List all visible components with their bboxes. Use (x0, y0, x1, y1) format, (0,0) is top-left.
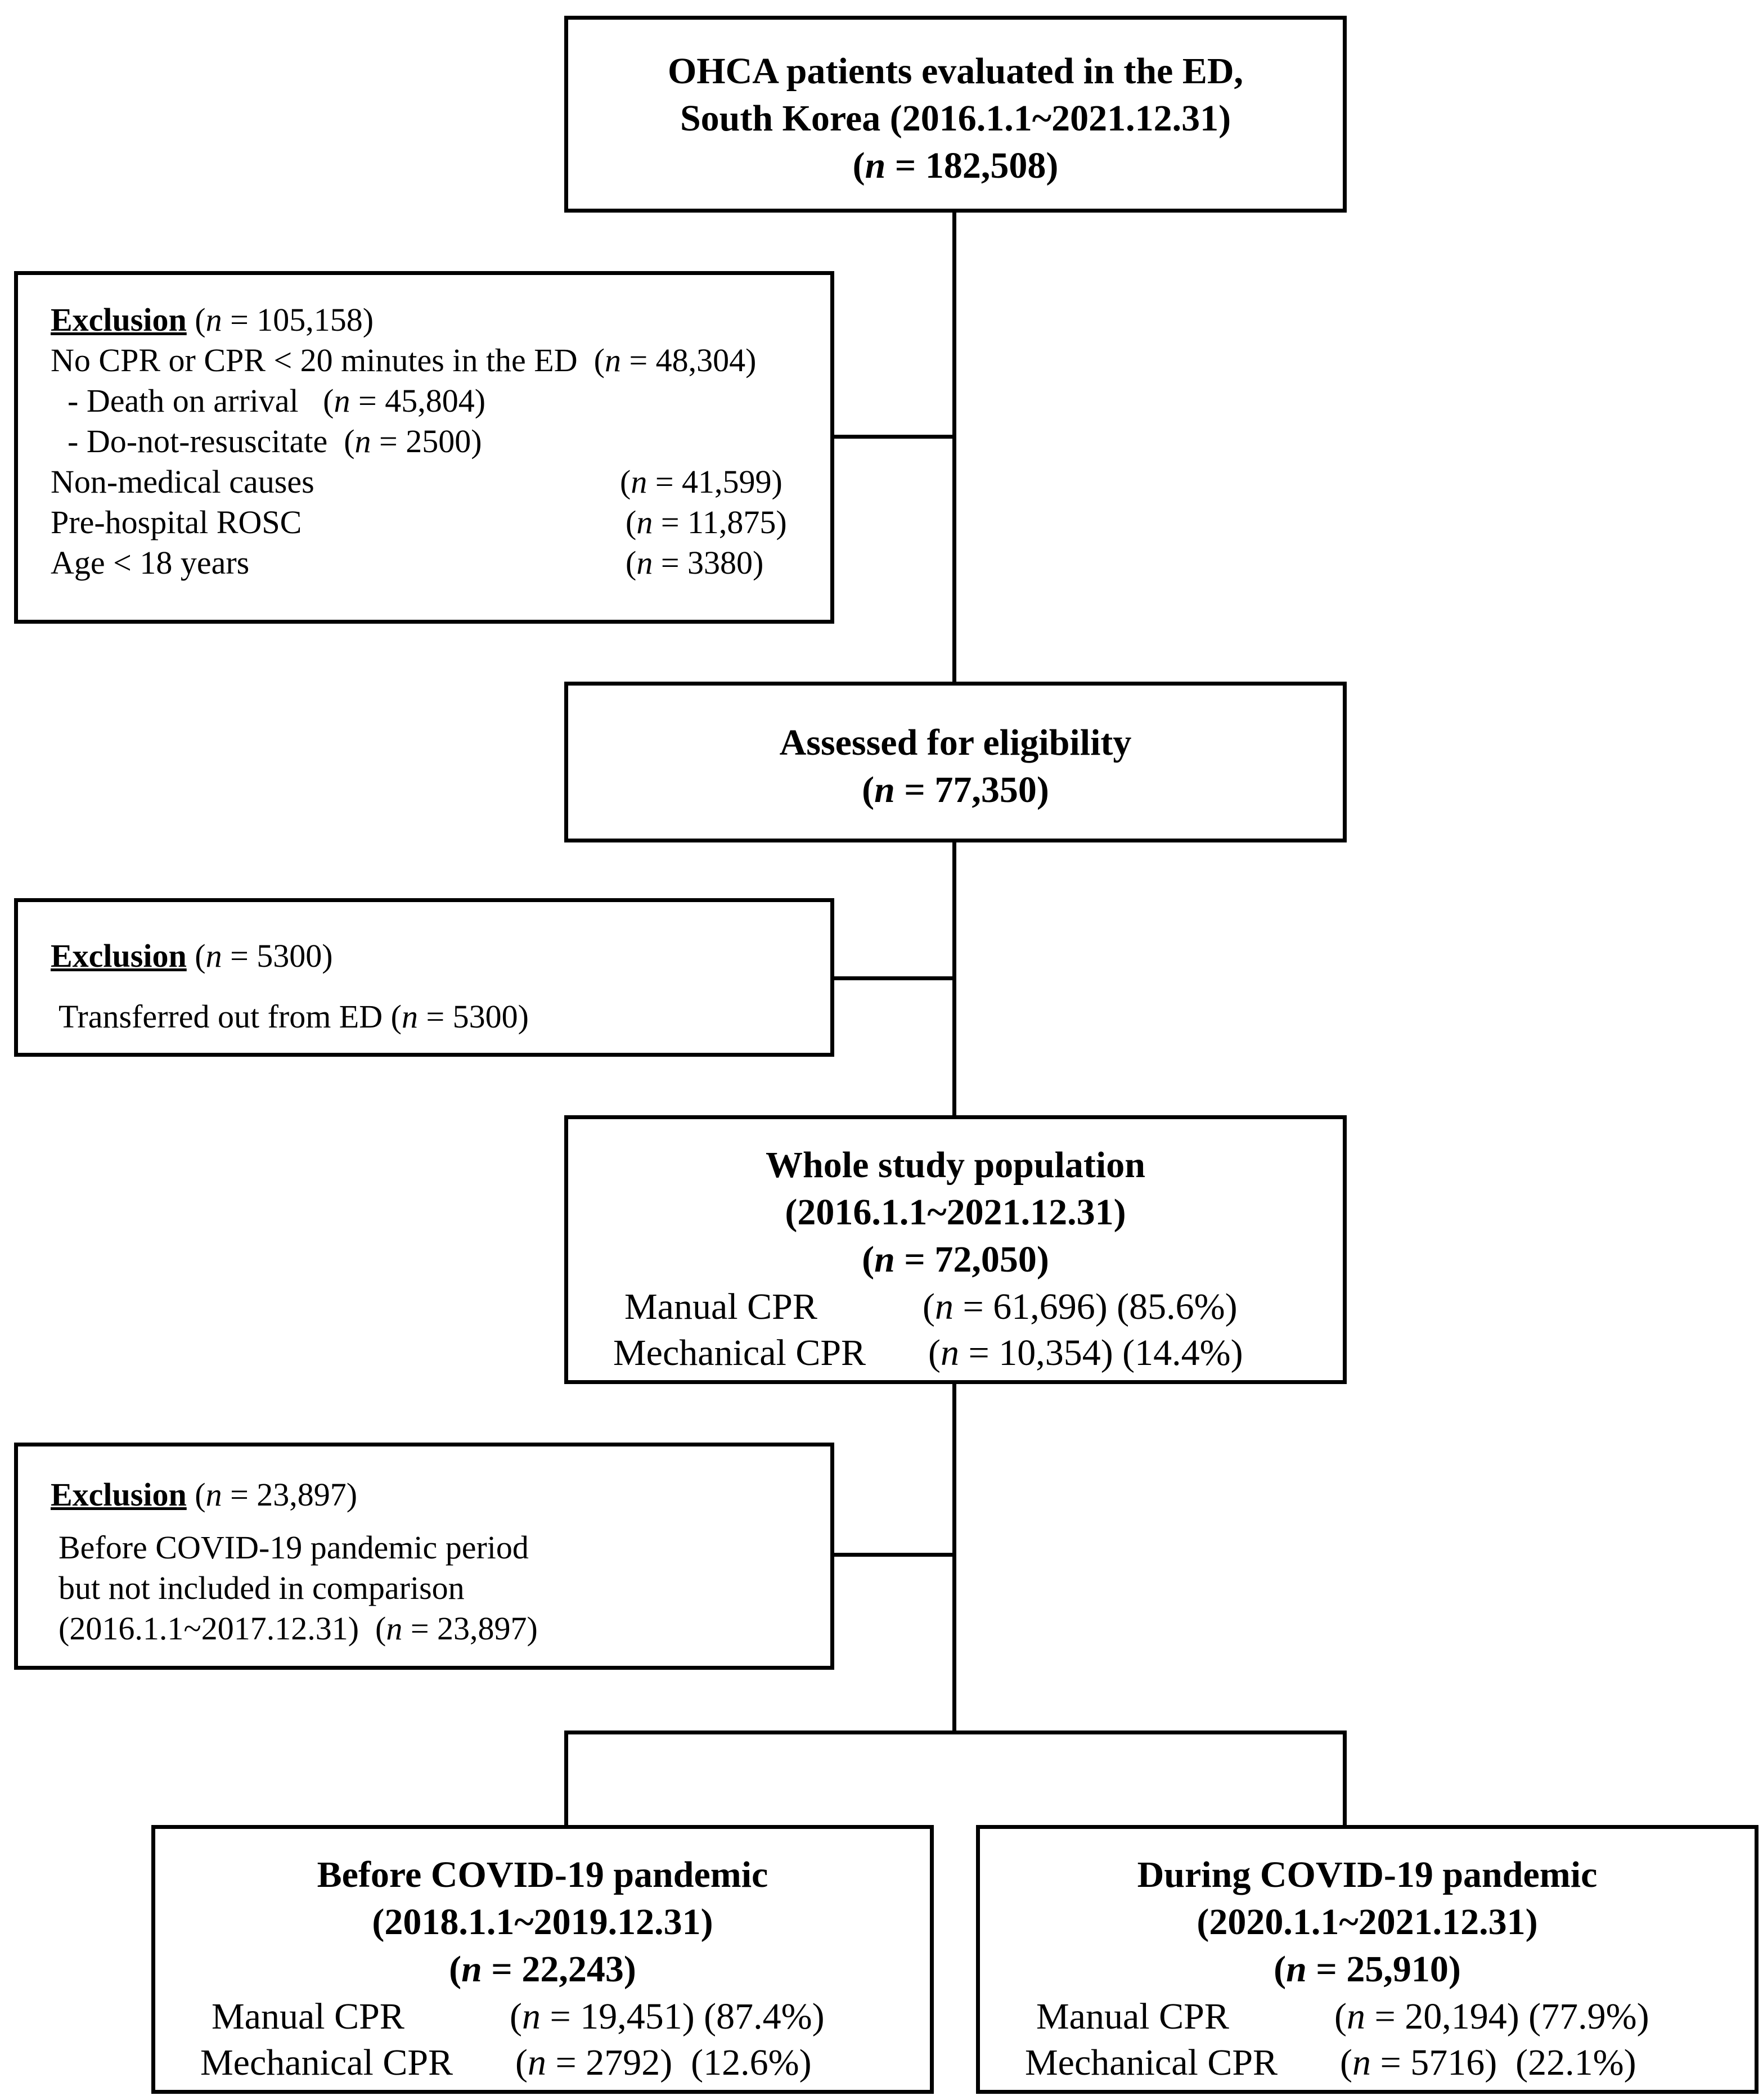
exclusion2-title: Exclusion (51, 938, 187, 974)
exclusion1-death-on-arrival: - Death on arrival (n = 45,804) (68, 382, 486, 419)
exclusion2-transferred: Transferred out from ED (n = 5300) (59, 998, 529, 1035)
before-count: (n = 22,243) (449, 1949, 636, 1990)
exclusion1-no-cpr: No CPR or CPR < 20 minutes in the ED (n … (51, 342, 757, 378)
exclusion3-line3: (2016.1.1~2017.12.31) (n = 23,897) (59, 1610, 538, 1647)
exclusion3-line1: Before COVID-19 pandemic period (59, 1529, 529, 1566)
exclusion1-nonmedical-label: Non-medical causes (51, 463, 314, 500)
eligibility-title: Assessed for eligibility (779, 722, 1132, 763)
before-title-line2: (2018.1.1~2019.12.31) (372, 1901, 713, 1943)
connector-during (1343, 1731, 1347, 1829)
exclusion1-title: Exclusion (51, 301, 187, 338)
exclusion3-title-row: Exclusion (n = 23,897) (51, 1476, 358, 1513)
during-mechanical-label: Mechanical CPR (1025, 2042, 1278, 2083)
whole-title-line1: Whole study population (766, 1144, 1145, 1186)
during-title-line2: (2020.1.1~2021.12.31) (1197, 1901, 1538, 1943)
exclusion1-age-count: (n = 3380) (626, 544, 764, 581)
during-count: (n = 25,910) (1274, 1949, 1461, 1990)
exclusion1-title-row: Exclusion (n = 105,158) (51, 301, 374, 338)
during-title-line1: During COVID-19 pandemic (1137, 1854, 1598, 1895)
exclusion1-rosc-count: (n = 11,875) (626, 504, 787, 540)
exclusion-box-1: Exclusion (n = 105,158) No CPR or CPR < … (14, 271, 834, 624)
during-covid-box: During COVID-19 pandemic (2020.1.1~2021.… (976, 1825, 1758, 2094)
exclusion-box-2: Exclusion (n = 5300) Transferred out fro… (14, 898, 834, 1057)
exclusion1-rosc-label: Pre-hospital ROSC (51, 504, 302, 540)
whole-mechanical-count: (n = 10,354) (14.4%) (928, 1332, 1243, 1373)
whole-population-box: Whole study population (2016.1.1~2021.12… (564, 1115, 1347, 1384)
whole-manual-count: (n = 61,696) (85.6%) (923, 1286, 1238, 1327)
exclusion-box-3: Exclusion (n = 23,897) Before COVID-19 p… (14, 1443, 834, 1670)
before-mechanical-label: Mechanical CPR (200, 2042, 453, 2083)
before-covid-box: Before COVID-19 pandemic (2018.1.1~2019.… (151, 1825, 934, 2094)
connector-split (564, 1731, 1347, 1734)
exclusion3-title: Exclusion (51, 1476, 187, 1513)
whole-title-line2: (2016.1.1~2021.12.31) (785, 1192, 1126, 1233)
eligibility-count: (n = 77,350) (862, 769, 1049, 810)
before-manual-count: (n = 19,451) (87.4%) (510, 1996, 825, 2037)
exclusion1-nonmedical-count: (n = 41,599) (620, 463, 782, 500)
connector-exclusion2 (830, 976, 956, 980)
whole-count: (n = 72,050) (862, 1239, 1049, 1280)
before-mechanical-count: (n = 2792) (12.6%) (515, 2042, 812, 2083)
total-count: (n = 182,508) (852, 145, 1059, 186)
total-title-line2: South Korea (2016.1.1~2021.12.31) (680, 98, 1231, 139)
connector-exclusion3 (830, 1553, 956, 1557)
during-manual-count: (n = 20,194) (77.9%) (1334, 1996, 1649, 2037)
total-title-line1: OHCA patients evaluated in the ED, (667, 51, 1244, 92)
whole-manual-label: Manual CPR (624, 1286, 817, 1327)
exclusion3-line2: but not included in comparison (59, 1570, 465, 1606)
exclusion2-title-row: Exclusion (n = 5300) (51, 938, 333, 974)
before-title-line1: Before COVID-19 pandemic (317, 1854, 768, 1895)
total-patients-box: OHCA patients evaluated in the ED, South… (564, 16, 1347, 213)
during-manual-label: Manual CPR (1036, 1996, 1229, 2037)
before-manual-label: Manual CPR (212, 1996, 404, 2037)
connector-before (564, 1731, 568, 1829)
exclusion1-age-label: Age < 18 years (51, 544, 250, 581)
exclusion1-dnr: - Do-not-resuscitate (n = 2500) (68, 423, 482, 459)
eligibility-box: Assessed for eligibility (n = 77,350) (564, 682, 1347, 842)
whole-mechanical-label: Mechanical CPR (613, 1332, 866, 1373)
connector-exclusion1 (830, 435, 956, 439)
connector-main-1 (952, 209, 956, 686)
during-mechanical-count: (n = 5716) (22.1%) (1340, 2042, 1636, 2083)
